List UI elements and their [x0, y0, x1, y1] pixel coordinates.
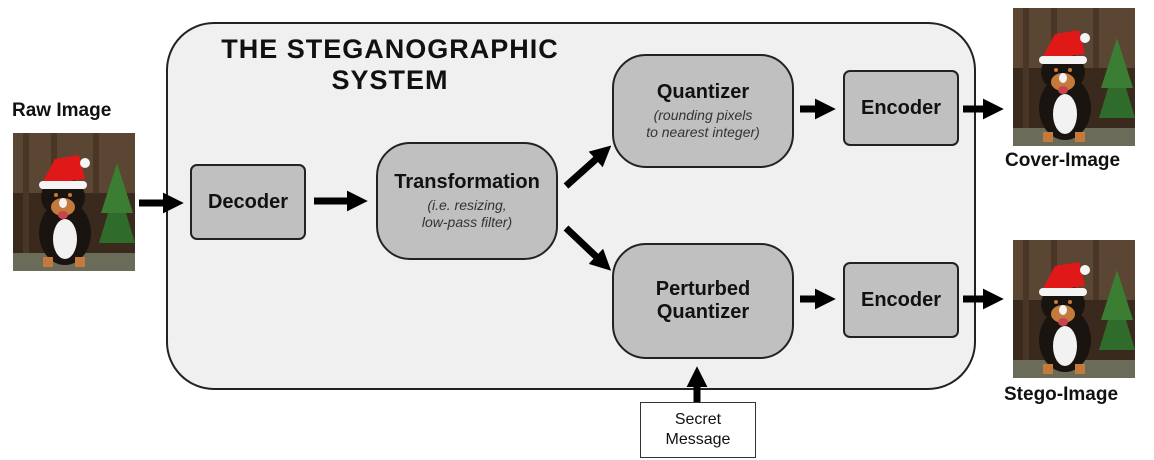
quantizer-label: Quantizer [656, 81, 750, 103]
arrow-diagonal-icon [563, 145, 612, 189]
cover-image-label: Cover-Image [1005, 150, 1121, 171]
system-title: THE STEGANOGRAPHIC SYSTEM [221, 34, 559, 95]
quantizer-node: Quantizer (rounding pixels to nearest in… [612, 54, 794, 168]
raw-image-photo [13, 133, 135, 271]
encoder-top-node: Encoder [843, 70, 959, 146]
raw-image-label: Raw Image [12, 100, 112, 121]
transformation-subtitle: (i.e. resizing, low-pass filter) [421, 197, 513, 230]
cover-image-photo [1013, 8, 1135, 146]
perturbed-quantizer-node: Perturbed Quantizer [612, 243, 794, 359]
encoder-bottom-node: Encoder [843, 262, 959, 338]
stego-image-photo [1013, 240, 1135, 378]
quantizer-subtitle: (rounding pixels to nearest integer) [646, 107, 760, 140]
perturbed-quantizer-label: Perturbed Quantizer [655, 278, 751, 323]
encoder-top-label: Encoder [860, 96, 942, 119]
encoder-bottom-label: Encoder [860, 288, 942, 311]
stego-image-label: Stego-Image [1004, 384, 1119, 405]
decoder-node: Decoder [190, 164, 306, 240]
decoder-label: Decoder [207, 190, 289, 213]
arrow-diagonal-icon [563, 225, 612, 271]
transformation-label: Transformation [394, 171, 540, 193]
dog-photo-icon [1013, 8, 1135, 146]
transformation-node: Transformation (i.e. resizing, low-pass … [376, 142, 558, 260]
secret-message-box: Secret Message [640, 402, 756, 458]
dog-photo-icon [1013, 240, 1135, 378]
dog-photo-icon [13, 133, 135, 271]
